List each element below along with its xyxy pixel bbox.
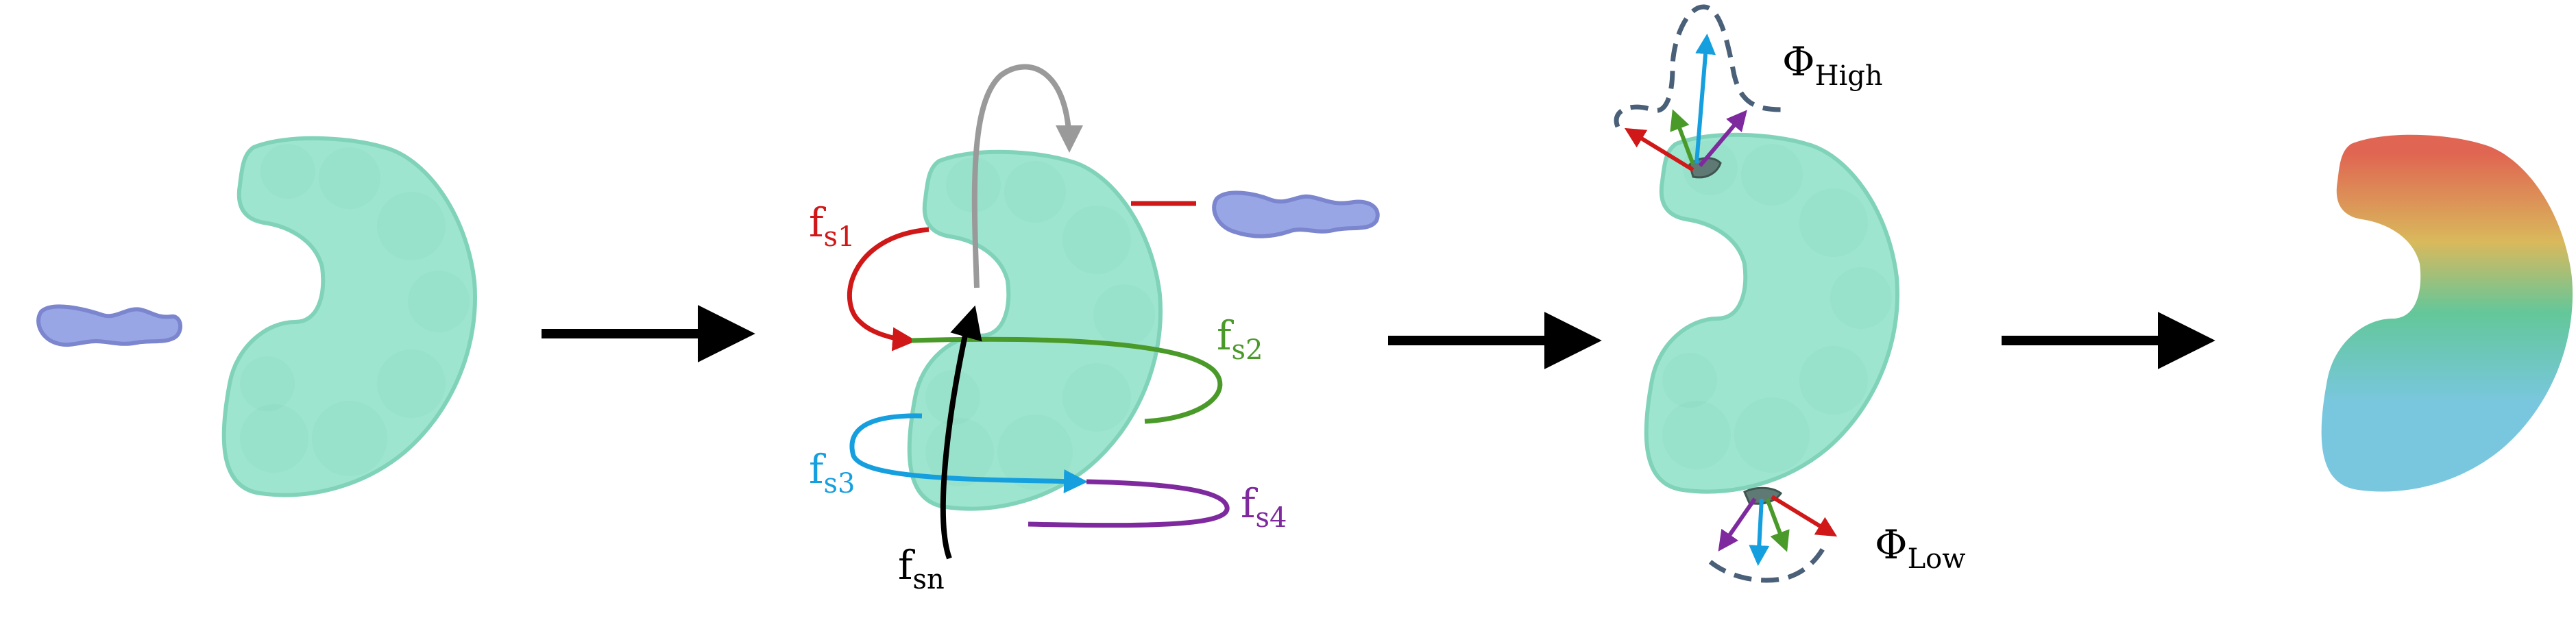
force-arrow-high-red xyxy=(1624,127,1694,172)
force-arrow-low-purple xyxy=(1718,497,1757,552)
heatmap-protein xyxy=(2321,134,2573,492)
protein-blob xyxy=(224,138,475,495)
force-arrow-low-red xyxy=(1771,495,1838,537)
trajectory-s2 xyxy=(911,336,1223,424)
label-phi-high: ΦHigh xyxy=(1782,38,1883,92)
label-phi-low: ΦLow xyxy=(1875,521,1965,575)
trajectory-sn xyxy=(940,305,982,560)
panel-2: fs1 fs2 fs3 fs4 fsn xyxy=(809,64,1380,595)
force-arrow-high-green xyxy=(1670,109,1695,166)
ligand-blob xyxy=(36,304,183,347)
trajectory-s1 xyxy=(847,227,929,351)
panel-4 xyxy=(2321,134,2573,492)
force-arrow-high-blue xyxy=(1694,34,1716,164)
ligand-blob-bound xyxy=(1212,190,1380,238)
force-arrow-low-green xyxy=(1765,497,1790,552)
panel-1 xyxy=(36,138,475,495)
force-arrow-high-purple xyxy=(1698,110,1747,167)
label-fs4: fs4 xyxy=(1241,480,1287,534)
label-fs1: fs1 xyxy=(809,199,855,253)
protein-texture xyxy=(240,144,470,476)
envelope-low xyxy=(1708,547,1826,583)
label-fs2: fs2 xyxy=(1217,312,1263,366)
trajectory-s3 xyxy=(849,413,1088,493)
force-arrow-low-blue xyxy=(1749,498,1770,566)
label-fs3: fs3 xyxy=(809,446,855,499)
label-fsn: fsn xyxy=(898,542,945,595)
trajectory-s4 xyxy=(1028,479,1230,528)
trajectory-loop xyxy=(971,64,1083,288)
panel-3: ΦHigh ΦLow xyxy=(1614,4,1965,583)
